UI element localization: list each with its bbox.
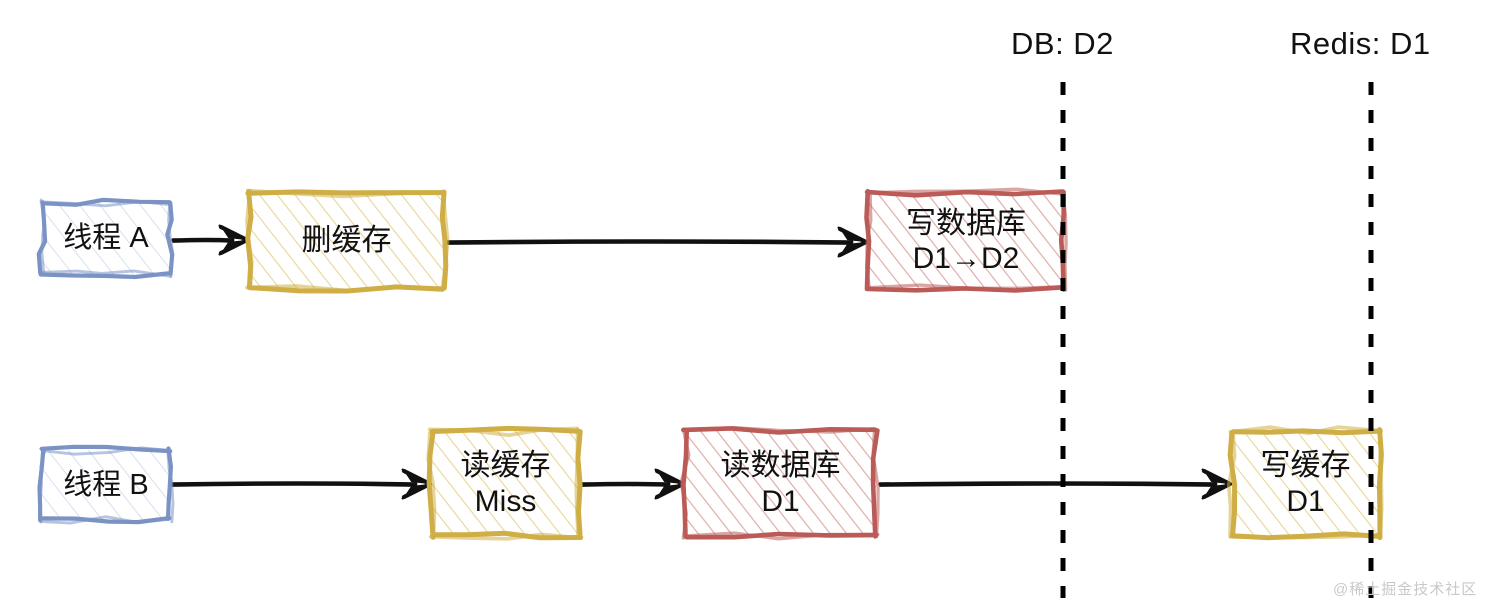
node-read-cache-label: 读缓存 <box>460 449 551 483</box>
arrow-b2 <box>580 468 686 500</box>
node-write-cache-sublabel: D1 <box>1286 484 1325 518</box>
node-shape-delete-cache <box>245 188 450 294</box>
node-hatch-thread-a <box>42 202 170 274</box>
node-hatch-read-cache-miss <box>432 431 579 536</box>
node-shape-read-db <box>679 425 880 541</box>
node-read-db[interactable]: 读数据库 D1 <box>685 431 876 536</box>
watermark: @稀土掘金技术社区 <box>1333 581 1478 598</box>
node-shape-write-db <box>864 187 1068 293</box>
lane-label-redis: Redis: D1 <box>1290 26 1431 61</box>
node-hatch-write-cache <box>1232 431 1379 536</box>
node-read-cache-miss[interactable]: 读缓存 Miss <box>432 431 579 536</box>
node-thread-a[interactable]: 线程 A <box>42 202 170 274</box>
node-write-cache-label: 写缓存 <box>1260 449 1351 483</box>
arrow-b3 <box>878 468 1233 500</box>
node-read-db-sublabel: D1 <box>761 484 800 518</box>
node-hatch-thread-b <box>42 450 170 520</box>
node-write-db-sublabel: D1→D2 <box>912 242 1020 275</box>
node-hatch-delete-cache <box>249 193 444 289</box>
node-shape-write-cache <box>1226 425 1384 541</box>
node-shape-thread-b <box>37 444 175 525</box>
node-thread-b-label: 线程 B <box>63 468 149 501</box>
node-hatch-read-db <box>685 431 876 536</box>
node-thread-b[interactable]: 线程 B <box>42 450 170 520</box>
arrow-b1 <box>170 468 433 500</box>
node-write-db[interactable]: 写数据库 D1→D2 <box>868 193 1064 289</box>
node-write-db-label: 写数据库 <box>906 206 1026 240</box>
node-shape-read-cache-miss <box>426 425 584 541</box>
node-read-cache-sublabel: Miss <box>474 484 537 518</box>
node-hatch-write-db <box>868 193 1064 289</box>
arrow-a2 <box>445 226 869 258</box>
arrow-a1 <box>171 224 250 256</box>
lane-label-db: DB: D2 <box>1011 26 1114 61</box>
node-shape-thread-a <box>36 197 175 280</box>
node-read-db-label: 读数据库 <box>720 449 841 483</box>
node-delete-cache[interactable]: 删缓存 <box>249 193 444 289</box>
node-write-cache[interactable]: 写缓存 D1 <box>1232 431 1379 536</box>
node-thread-a-label: 线程 A <box>63 221 149 254</box>
node-delete-cache-label: 删缓存 <box>301 224 392 258</box>
